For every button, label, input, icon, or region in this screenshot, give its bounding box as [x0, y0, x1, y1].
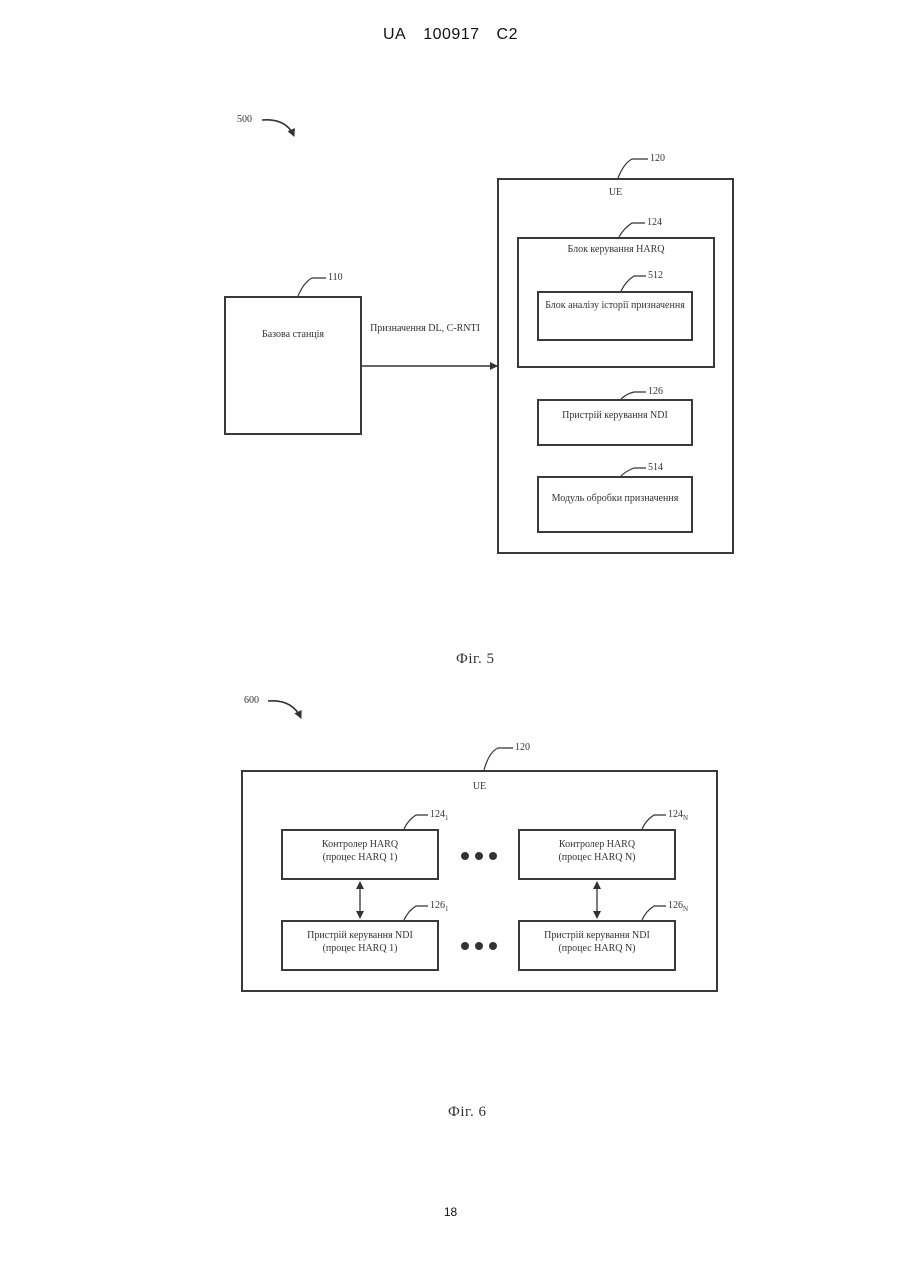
header-number: 100917 [423, 26, 479, 43]
ndi-device-n-ref-num: 126 [668, 900, 683, 911]
ndi-control-device: Пристрій керування NDI [537, 399, 693, 446]
harq-controller-n-ref: 124N [668, 809, 688, 822]
base-station-label: Базова станція [226, 328, 360, 341]
fig5-ue-title: UE [499, 186, 732, 199]
ndi-device-n-line2: (процес HARQ N) [520, 942, 674, 955]
header-kind: C2 [497, 26, 518, 43]
harq-controller-1-line2: (процес HARQ 1) [283, 851, 437, 864]
ndi-control-ref: 126 [648, 386, 663, 397]
fig5-caption: Фіг. 5 [456, 651, 494, 668]
fig6-ref-arrow [268, 701, 301, 718]
ndi-device-1: Пристрій керування NDI (процес HARQ 1) [281, 920, 439, 971]
fig6-ref-600: 600 [244, 695, 259, 706]
fig5-ref-arrow [262, 120, 294, 136]
ndi-device-n-line1: Пристрій керування NDI [520, 929, 674, 942]
base-station-ref: 110 [328, 272, 343, 283]
harq-controller-n-ref-sub: N [683, 814, 688, 822]
header-country: UA [383, 26, 406, 43]
harq-controller-n: Контролер HARQ (процес HARQ N) [518, 829, 676, 880]
harq-controller-1-line1: Контролер HARQ [283, 838, 437, 851]
harq-control-label: Блок керування HARQ [519, 243, 713, 256]
harq-controller-n-line1: Контролер HARQ [520, 838, 674, 851]
ndi-device-1-ref-num: 126 [430, 900, 445, 911]
harq-controller-1: Контролер HARQ (процес HARQ 1) [281, 829, 439, 880]
ndi-device-n-ref: 126N [668, 900, 688, 913]
page-number: 18 [0, 1205, 901, 1219]
ndi-device-1-line1: Пристрій керування NDI [283, 929, 437, 942]
fig5-ue-ref: 120 [650, 153, 665, 164]
ndi-device-1-line2: (процес HARQ 1) [283, 942, 437, 955]
harq-controller-1-ref: 1241 [430, 809, 449, 822]
fig6-ue-ref: 120 [515, 742, 530, 753]
fig5-ue-leader [618, 159, 648, 178]
ndi-control-label: Пристрій керування NDI [539, 409, 691, 422]
base-station-leader [298, 278, 326, 296]
dl-assignment-label: Призначення DL, C-RNTI [370, 322, 480, 335]
fig6-ue-title: UE [243, 780, 716, 793]
harq-controller-n-line2: (процес HARQ N) [520, 851, 674, 864]
assignment-history-block: Блок аналізу історії призначення [537, 291, 693, 341]
ndi-device-n: Пристрій керування NDI (процес HARQ N) [518, 920, 676, 971]
ndi-device-1-ref: 1261 [430, 900, 449, 913]
assignment-processing-label: Модуль обробки призначення [539, 492, 691, 505]
harq-controller-1-ref-sub: 1 [445, 814, 449, 822]
fig6-ue-leader [484, 748, 513, 770]
ndi-device-n-ref-sub: N [683, 905, 688, 913]
assignment-processing-module: Модуль обробки призначення [537, 476, 693, 533]
fig6-caption: Фіг. 6 [448, 1104, 486, 1121]
assignment-history-ref: 512 [648, 270, 663, 281]
patent-header: UA 100917 C2 [0, 26, 901, 44]
fig5-ref-500: 500 [237, 114, 252, 125]
assignment-processing-ref: 514 [648, 462, 663, 473]
assignment-history-label: Блок аналізу історії призначення [545, 299, 685, 312]
base-station-box: Базова станція [224, 296, 362, 435]
harq-controller-1-ref-num: 124 [430, 809, 445, 820]
harq-controller-n-ref-num: 124 [668, 809, 683, 820]
harq-control-ref: 124 [647, 217, 662, 228]
ndi-device-1-ref-sub: 1 [445, 905, 449, 913]
